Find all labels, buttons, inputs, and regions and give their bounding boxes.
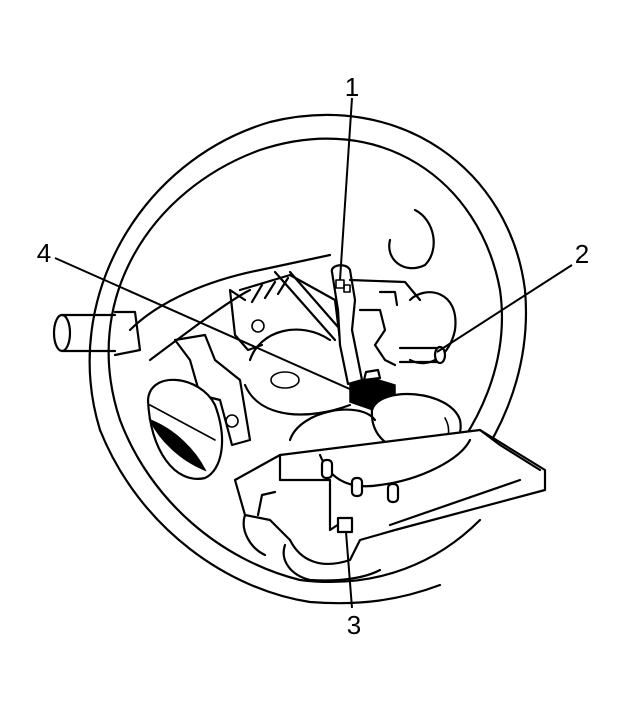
callout-3: 3 bbox=[347, 610, 361, 640]
callout-4: 4 bbox=[37, 238, 51, 268]
bottom-trim-cover bbox=[233, 428, 547, 582]
mounting-clip bbox=[336, 516, 354, 534]
leader-line-3 bbox=[345, 531, 353, 609]
retainer-nub-1 bbox=[320, 458, 334, 480]
hub-bolt-upper bbox=[251, 319, 265, 333]
wheel-hub-core bbox=[243, 328, 352, 416]
steering-wheel-rim bbox=[88, 113, 527, 605]
retainer-nub-3 bbox=[386, 482, 400, 504]
retainer-nub-2 bbox=[350, 476, 364, 498]
wheel-spoke-left bbox=[128, 253, 347, 447]
steering-column-shaft bbox=[52, 310, 142, 357]
hub-bolt-lower bbox=[225, 414, 239, 428]
leader-line-4 bbox=[54, 257, 353, 391]
leader-line-1 bbox=[339, 97, 353, 281]
clockspring-lever bbox=[330, 264, 422, 386]
callout-2: 2 bbox=[575, 239, 589, 269]
callout-1: 1 bbox=[345, 72, 359, 102]
horn-contact-disc bbox=[146, 378, 224, 480]
horn-pin-right bbox=[398, 345, 447, 365]
upper-right-lobe bbox=[388, 208, 457, 365]
leader-line-2 bbox=[436, 264, 573, 353]
